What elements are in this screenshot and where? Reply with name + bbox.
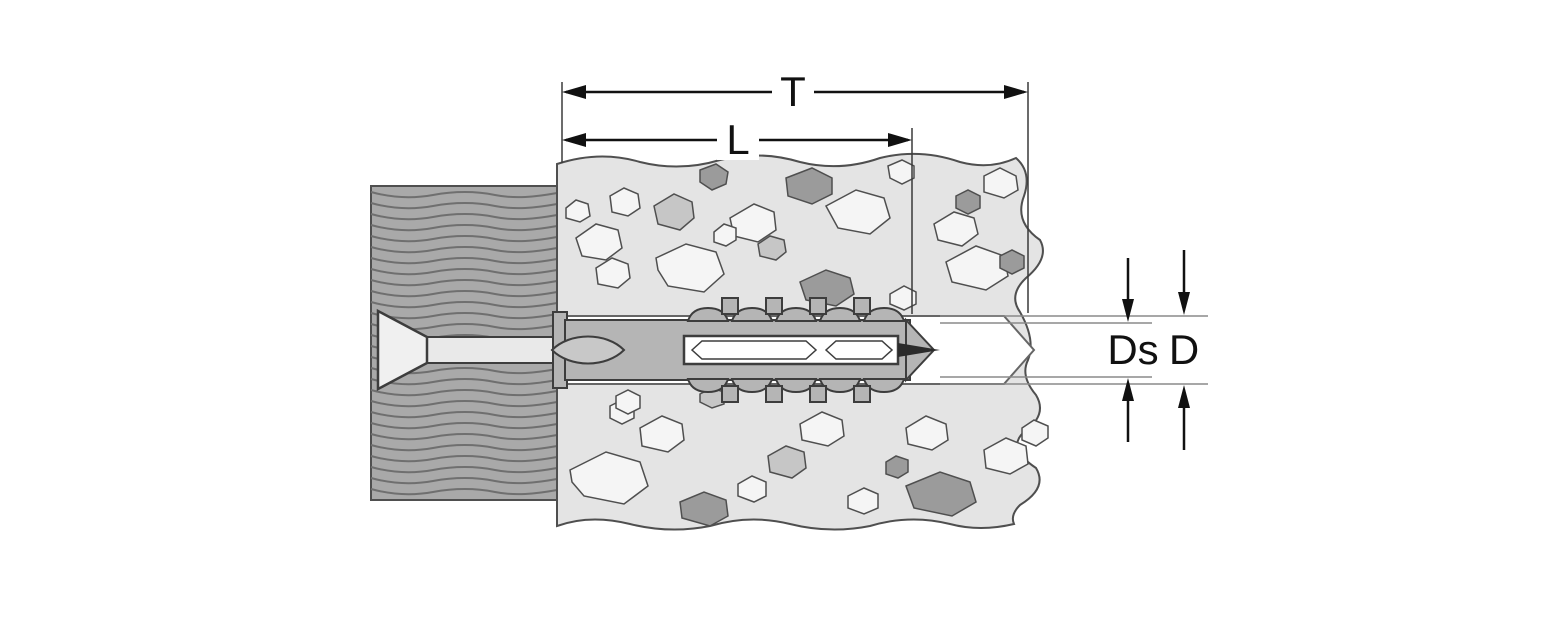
aggregate-stone: [737, 475, 767, 503]
anchor-stud: [721, 385, 739, 403]
arrowhead-up-icon: [1122, 378, 1134, 401]
arrowhead-left-icon: [562, 85, 586, 99]
anchor-stud: [809, 385, 827, 403]
dimension-Ds: Ds: [1107, 258, 1159, 442]
anchor-stud: [853, 385, 871, 403]
arrowhead-down-icon: [1122, 299, 1134, 322]
dim-label-T: T: [780, 68, 806, 115]
anchor-expansion-slot: [682, 334, 900, 366]
aggregate-stone: [933, 211, 979, 247]
aggregate-stones-light: [565, 159, 1049, 515]
aggregate-stone: [999, 249, 1025, 275]
dimension-D: D: [1169, 250, 1199, 450]
aggregate-stone: [887, 159, 915, 185]
diameter-reference-lines: [940, 315, 1208, 385]
arrowhead-down-icon: [1178, 292, 1190, 315]
aggregate-stone: [945, 245, 1009, 291]
arrowhead-right-icon: [1004, 85, 1028, 99]
anchor-stud: [809, 297, 827, 315]
aggregate-stone: [983, 167, 1019, 199]
aggregate-stone: [955, 189, 981, 215]
aggregate-stone: [639, 415, 685, 453]
aggregate-stone: [905, 471, 977, 517]
aggregate-stone: [767, 445, 807, 479]
aggregate-stone: [615, 389, 641, 415]
aggregate-stone: [609, 187, 641, 217]
screw-shank: [426, 336, 568, 364]
aggregate-stone: [713, 223, 737, 247]
aggregate-stones-dark: [679, 163, 1025, 527]
aggregate-stone: [679, 491, 729, 527]
aggregate-stone: [889, 285, 917, 311]
arrowhead-left-icon: [562, 133, 586, 147]
aggregate-stone: [757, 235, 787, 261]
aggregate-stone: [699, 163, 729, 191]
anchor-collar: [550, 335, 626, 365]
anchor-stud: [853, 297, 871, 315]
anchor-stud: [765, 297, 783, 315]
label-backing: [717, 114, 759, 160]
screw-head: [376, 308, 429, 392]
anchor-rib: [686, 306, 730, 322]
aggregate-stone: [653, 193, 695, 231]
aggregate-stone: [595, 257, 631, 289]
aggregate-stone: [799, 411, 845, 447]
slot-window: [690, 340, 818, 360]
anchor-stud: [765, 385, 783, 403]
slot-window: [824, 340, 894, 360]
screw-tip: [898, 343, 940, 357]
aggregate-stone: [824, 189, 891, 235]
dim-label-L: L: [726, 116, 749, 163]
aggregate-stones-mid: [653, 193, 807, 479]
arrowhead-up-icon: [1178, 385, 1190, 408]
dimension-T: T: [562, 66, 1028, 115]
label-backing: [772, 66, 814, 112]
aggregate-stone: [1021, 419, 1049, 447]
aggregate-stone: [983, 437, 1029, 475]
aggregate-stone: [565, 199, 591, 223]
anchor-stud: [721, 297, 739, 315]
dimension-L: L: [562, 114, 912, 163]
dim-label-D: D: [1169, 326, 1199, 373]
anchor-rib: [686, 378, 730, 394]
aggregate-stone: [885, 455, 909, 479]
aggregate-stone: [655, 243, 725, 293]
aggregate-stone: [569, 451, 649, 505]
arrowhead-right-icon: [888, 133, 912, 147]
aggregate-stone: [575, 223, 623, 261]
aggregate-stone: [785, 167, 833, 205]
aggregate-stone: [905, 415, 949, 451]
dim-label-Ds: Ds: [1107, 326, 1158, 373]
aggregate-stone: [847, 487, 879, 515]
